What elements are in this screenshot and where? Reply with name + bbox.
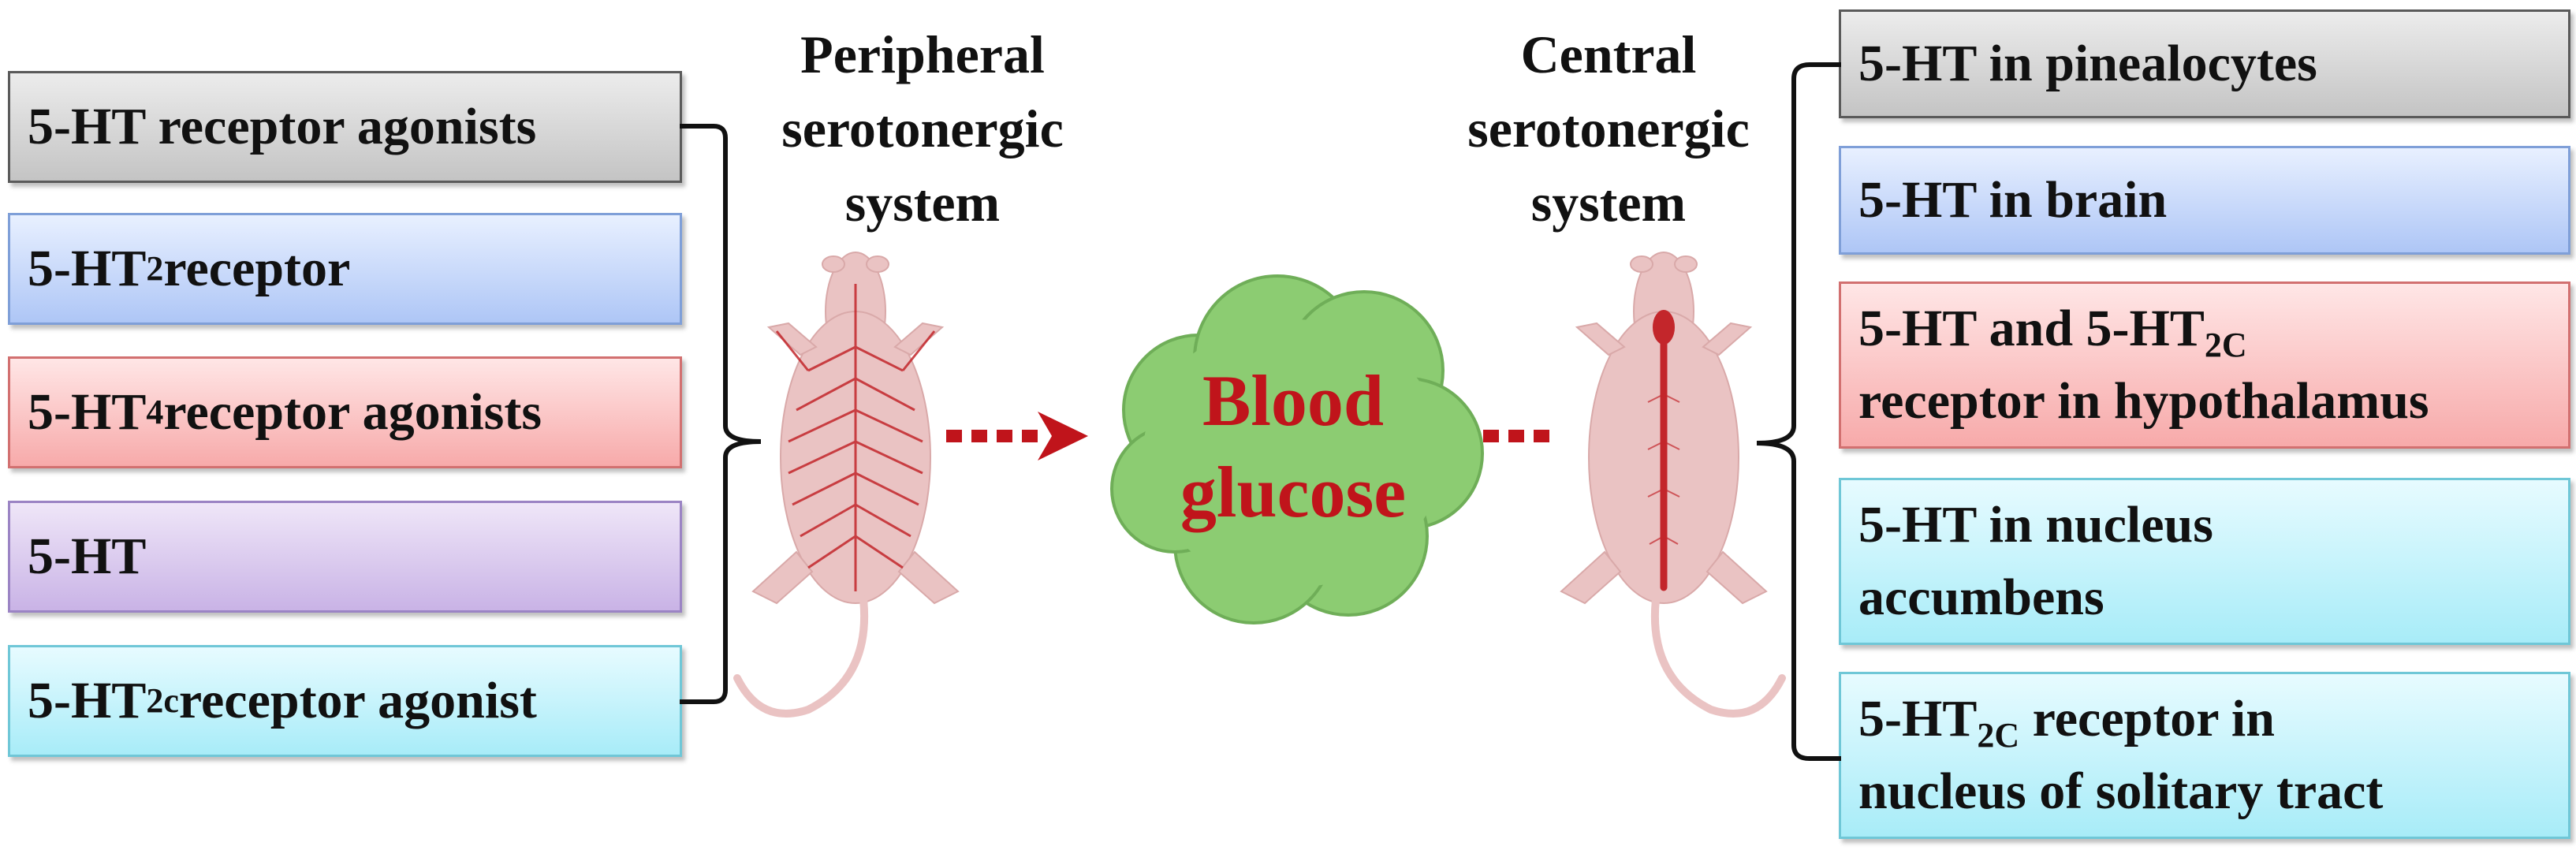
peripheral-item-1: 5-HT receptor agonists — [8, 71, 682, 183]
left-bracket — [680, 124, 762, 704]
central-rat-icon — [1560, 252, 1786, 718]
peripheral-arrow — [946, 412, 1088, 460]
blood-glucose-cloud — [1110, 274, 1484, 624]
right-bracket — [1756, 62, 1841, 761]
central-item-3: 5-HT and 5-HT2C receptor in hypothalamus — [1839, 281, 2570, 449]
peripheral-item-4: 5-HT — [8, 501, 682, 613]
peripheral-rat-icon — [733, 252, 960, 718]
central-item-1: 5-HT in pinealocytes — [1839, 9, 2570, 118]
central-item-5: 5-HT2C receptor in nucleus of solitary t… — [1839, 672, 2570, 839]
central-item-4: 5-HT in nucleus accumbens — [1839, 478, 2570, 645]
central-item-2: 5-HT in brain — [1839, 146, 2570, 255]
